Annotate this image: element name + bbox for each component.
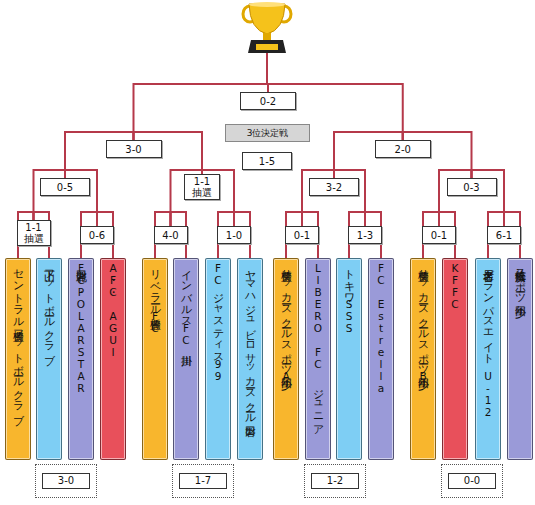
score-box: 2-0 xyxy=(375,140,431,158)
score-box: 1-1抽選 xyxy=(184,174,220,200)
score-box: 1-1抽選 xyxy=(17,220,51,246)
score-text: 0-1 xyxy=(431,230,447,241)
team-name: LIBERO FC ジュニア xyxy=(312,262,324,430)
score-text: 0-5 xyxy=(57,182,73,193)
consolation-box: 0-0 xyxy=(441,464,503,498)
team-box: トキワSSS xyxy=(336,258,362,460)
team-name: セントラル豊橋フットボールクラブ xyxy=(12,262,24,418)
score-box: 3-2 xyxy=(309,178,359,196)
score-text: 0-0 xyxy=(448,473,496,489)
score-text: 抽選 xyxy=(24,233,44,244)
team-box: FCジャスティス99 xyxy=(205,258,231,460)
team-box: ヤマハジュビロサッカースクール磐田 xyxy=(237,258,263,460)
trophy-base xyxy=(248,40,286,53)
team-box: リベラール豊橋FC xyxy=(142,258,168,460)
team-name: インバルスFC掛川 xyxy=(180,262,192,346)
consolation-box: 1-2 xyxy=(304,464,366,498)
score-text: 0-1 xyxy=(294,230,310,241)
team-box: 豊橋サッカースクールスポーツ少年団B xyxy=(410,258,436,460)
team-box: 名古屋グランパスエイト U-12 xyxy=(475,258,501,460)
score-box: 0-5 xyxy=(40,178,90,196)
team-box: 下山フットボールクラブ xyxy=(36,258,62,460)
score-text: 抽選 xyxy=(192,187,212,198)
team-name: 名古屋グランパスエイト U-12 xyxy=(482,262,494,418)
connector-group xyxy=(18,84,520,258)
team-box: インバルスFC掛川 xyxy=(173,258,199,460)
score-text: 0-6 xyxy=(89,230,105,241)
team-name: トキワSSS xyxy=(343,262,355,334)
consolation-box: 3-0 xyxy=(35,464,97,498)
score-box: 3-0 xyxy=(106,140,162,158)
team-box: KFFC xyxy=(442,258,468,460)
team-name: A・F・C AGUI xyxy=(107,262,119,358)
score-text: 0-3 xyxy=(463,182,479,193)
team-name: 磐田北FC・POLARSTAR xyxy=(75,262,87,394)
score-text: 3-2 xyxy=(326,182,342,193)
match-label-box: 3位決定戦 xyxy=(225,124,310,142)
trophy-icon xyxy=(243,2,291,53)
score-text: 3-0 xyxy=(125,144,141,155)
score-text: 6-1 xyxy=(496,230,512,241)
team-box: 豊橋サッカースクールスポーツ少年団A xyxy=(273,258,299,460)
match-label: 3位決定戦 xyxy=(247,127,289,140)
score-box: 6-1 xyxy=(487,226,521,244)
score-box: 0-3 xyxy=(447,178,497,196)
team-name: FCジャスティス99 xyxy=(212,262,224,382)
trophy-stem-line xyxy=(266,52,268,84)
score-text: 2-0 xyxy=(395,144,411,155)
team-box: 浜松佐藤スポーツ少年団 xyxy=(507,258,533,460)
score-box: 1-0 xyxy=(217,226,251,244)
team-name: 浜松佐藤スポーツ少年団 xyxy=(514,262,526,298)
consolation-box: 1-7 xyxy=(172,464,234,498)
score-text: 1-1 xyxy=(25,222,41,233)
score-text: 3-0 xyxy=(42,473,90,489)
score-text: 1-0 xyxy=(226,230,242,241)
score-box: 1-3 xyxy=(348,226,382,244)
team-box: LIBERO FC ジュニア xyxy=(305,258,331,460)
score-text: 4-0 xyxy=(162,230,178,241)
team-box: セントラル豊橋フットボールクラブ xyxy=(5,258,31,460)
score-box: 1-5 xyxy=(242,152,292,170)
score-text: 1-5 xyxy=(259,156,275,167)
team-name: リベラール豊橋FC xyxy=(149,262,161,334)
team-name: 豊橋サッカースクールスポーツ少年団B xyxy=(417,262,429,382)
score-box: 0-6 xyxy=(80,226,114,244)
score-box: 0-1 xyxy=(422,226,456,244)
team-name: 下山フットボールクラブ xyxy=(43,262,55,358)
team-name: FC Estrella xyxy=(375,262,387,394)
score-box: 0-1 xyxy=(285,226,319,244)
trophy-plate xyxy=(256,44,278,50)
team-box: A・F・C AGUI xyxy=(100,258,126,460)
score-box: 4-0 xyxy=(154,226,188,244)
score-text: 1-3 xyxy=(357,230,373,241)
trophy-stem xyxy=(263,33,271,40)
score-box: 0-2 xyxy=(240,92,296,110)
score-text: 1-2 xyxy=(311,473,359,489)
score-text: 0-2 xyxy=(260,96,276,107)
score-text: 1-1 xyxy=(194,176,210,187)
team-box: 磐田北FC・POLARSTAR xyxy=(68,258,94,460)
score-text: 1-7 xyxy=(179,473,227,489)
trophy-cup xyxy=(249,4,285,34)
team-name: ヤマハジュビロサッカースクール磐田 xyxy=(244,262,256,418)
trophy-rim xyxy=(249,2,285,7)
team-name: 豊橋サッカースクールスポーツ少年団A xyxy=(280,262,292,382)
team-name: KFFC xyxy=(449,262,461,310)
team-box: FC Estrella xyxy=(368,258,394,460)
